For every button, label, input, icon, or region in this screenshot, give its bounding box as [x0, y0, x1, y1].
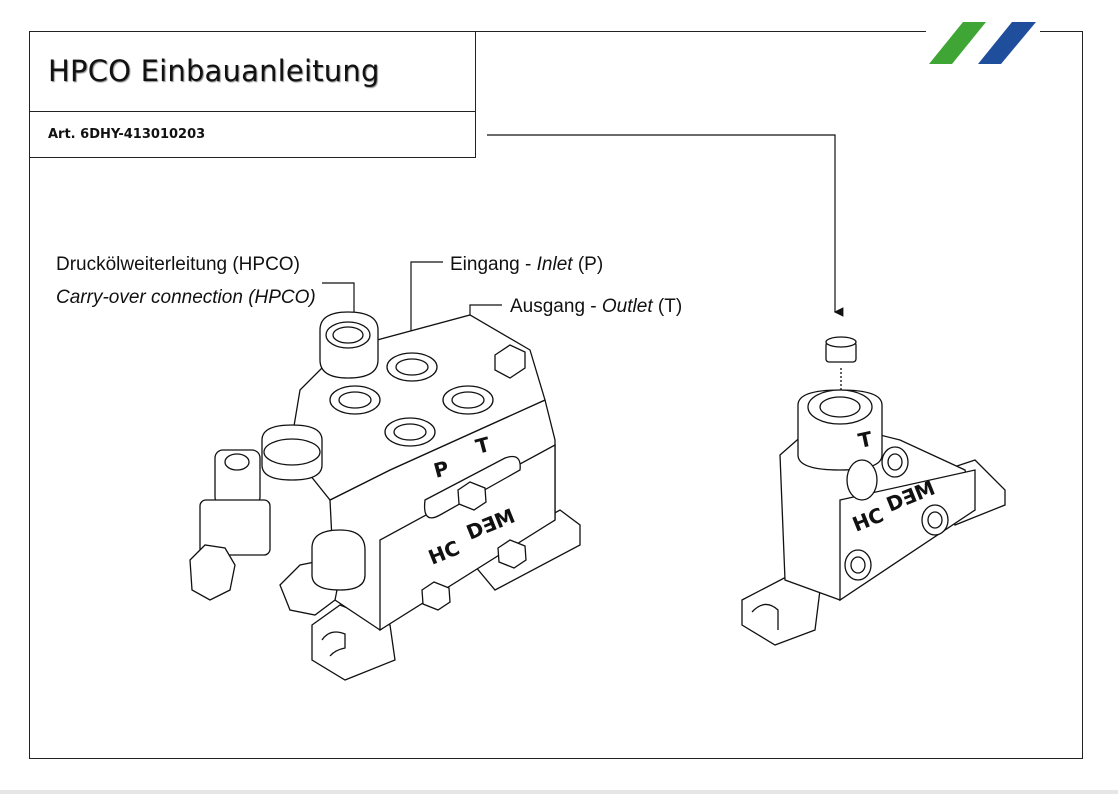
- bottom-divider: [0, 790, 1118, 794]
- article-connector-line: [487, 134, 844, 317]
- page-frame: [29, 31, 1083, 759]
- callout-inlet: Eingang - Inlet (P): [450, 254, 603, 275]
- article-number: Art. 6DHY-413010203: [48, 127, 206, 142]
- logo-stripe-green: [929, 22, 986, 64]
- page-title: HPCO Einbauanleitung: [48, 54, 380, 88]
- brand-logo: [926, 20, 1040, 66]
- callout-hpco-de: Druckölweiterleitung (HPCO): [56, 254, 300, 275]
- hpco-adapter-illustration: [741, 336, 1006, 646]
- hpco-port-t-mark: T: [856, 427, 875, 453]
- callout-hpco-en: Carry-over connection (HPCO): [56, 287, 316, 308]
- valve-port-p-mark: P: [431, 456, 451, 483]
- valve-port-t-mark: T: [473, 432, 493, 459]
- logo-stripe-blue: [978, 22, 1036, 64]
- valve-block-illustration: [189, 311, 581, 681]
- article-box: Art. 6DHY-413010203: [29, 111, 476, 158]
- callout-outlet: Ausgang - Outlet (T): [510, 296, 682, 317]
